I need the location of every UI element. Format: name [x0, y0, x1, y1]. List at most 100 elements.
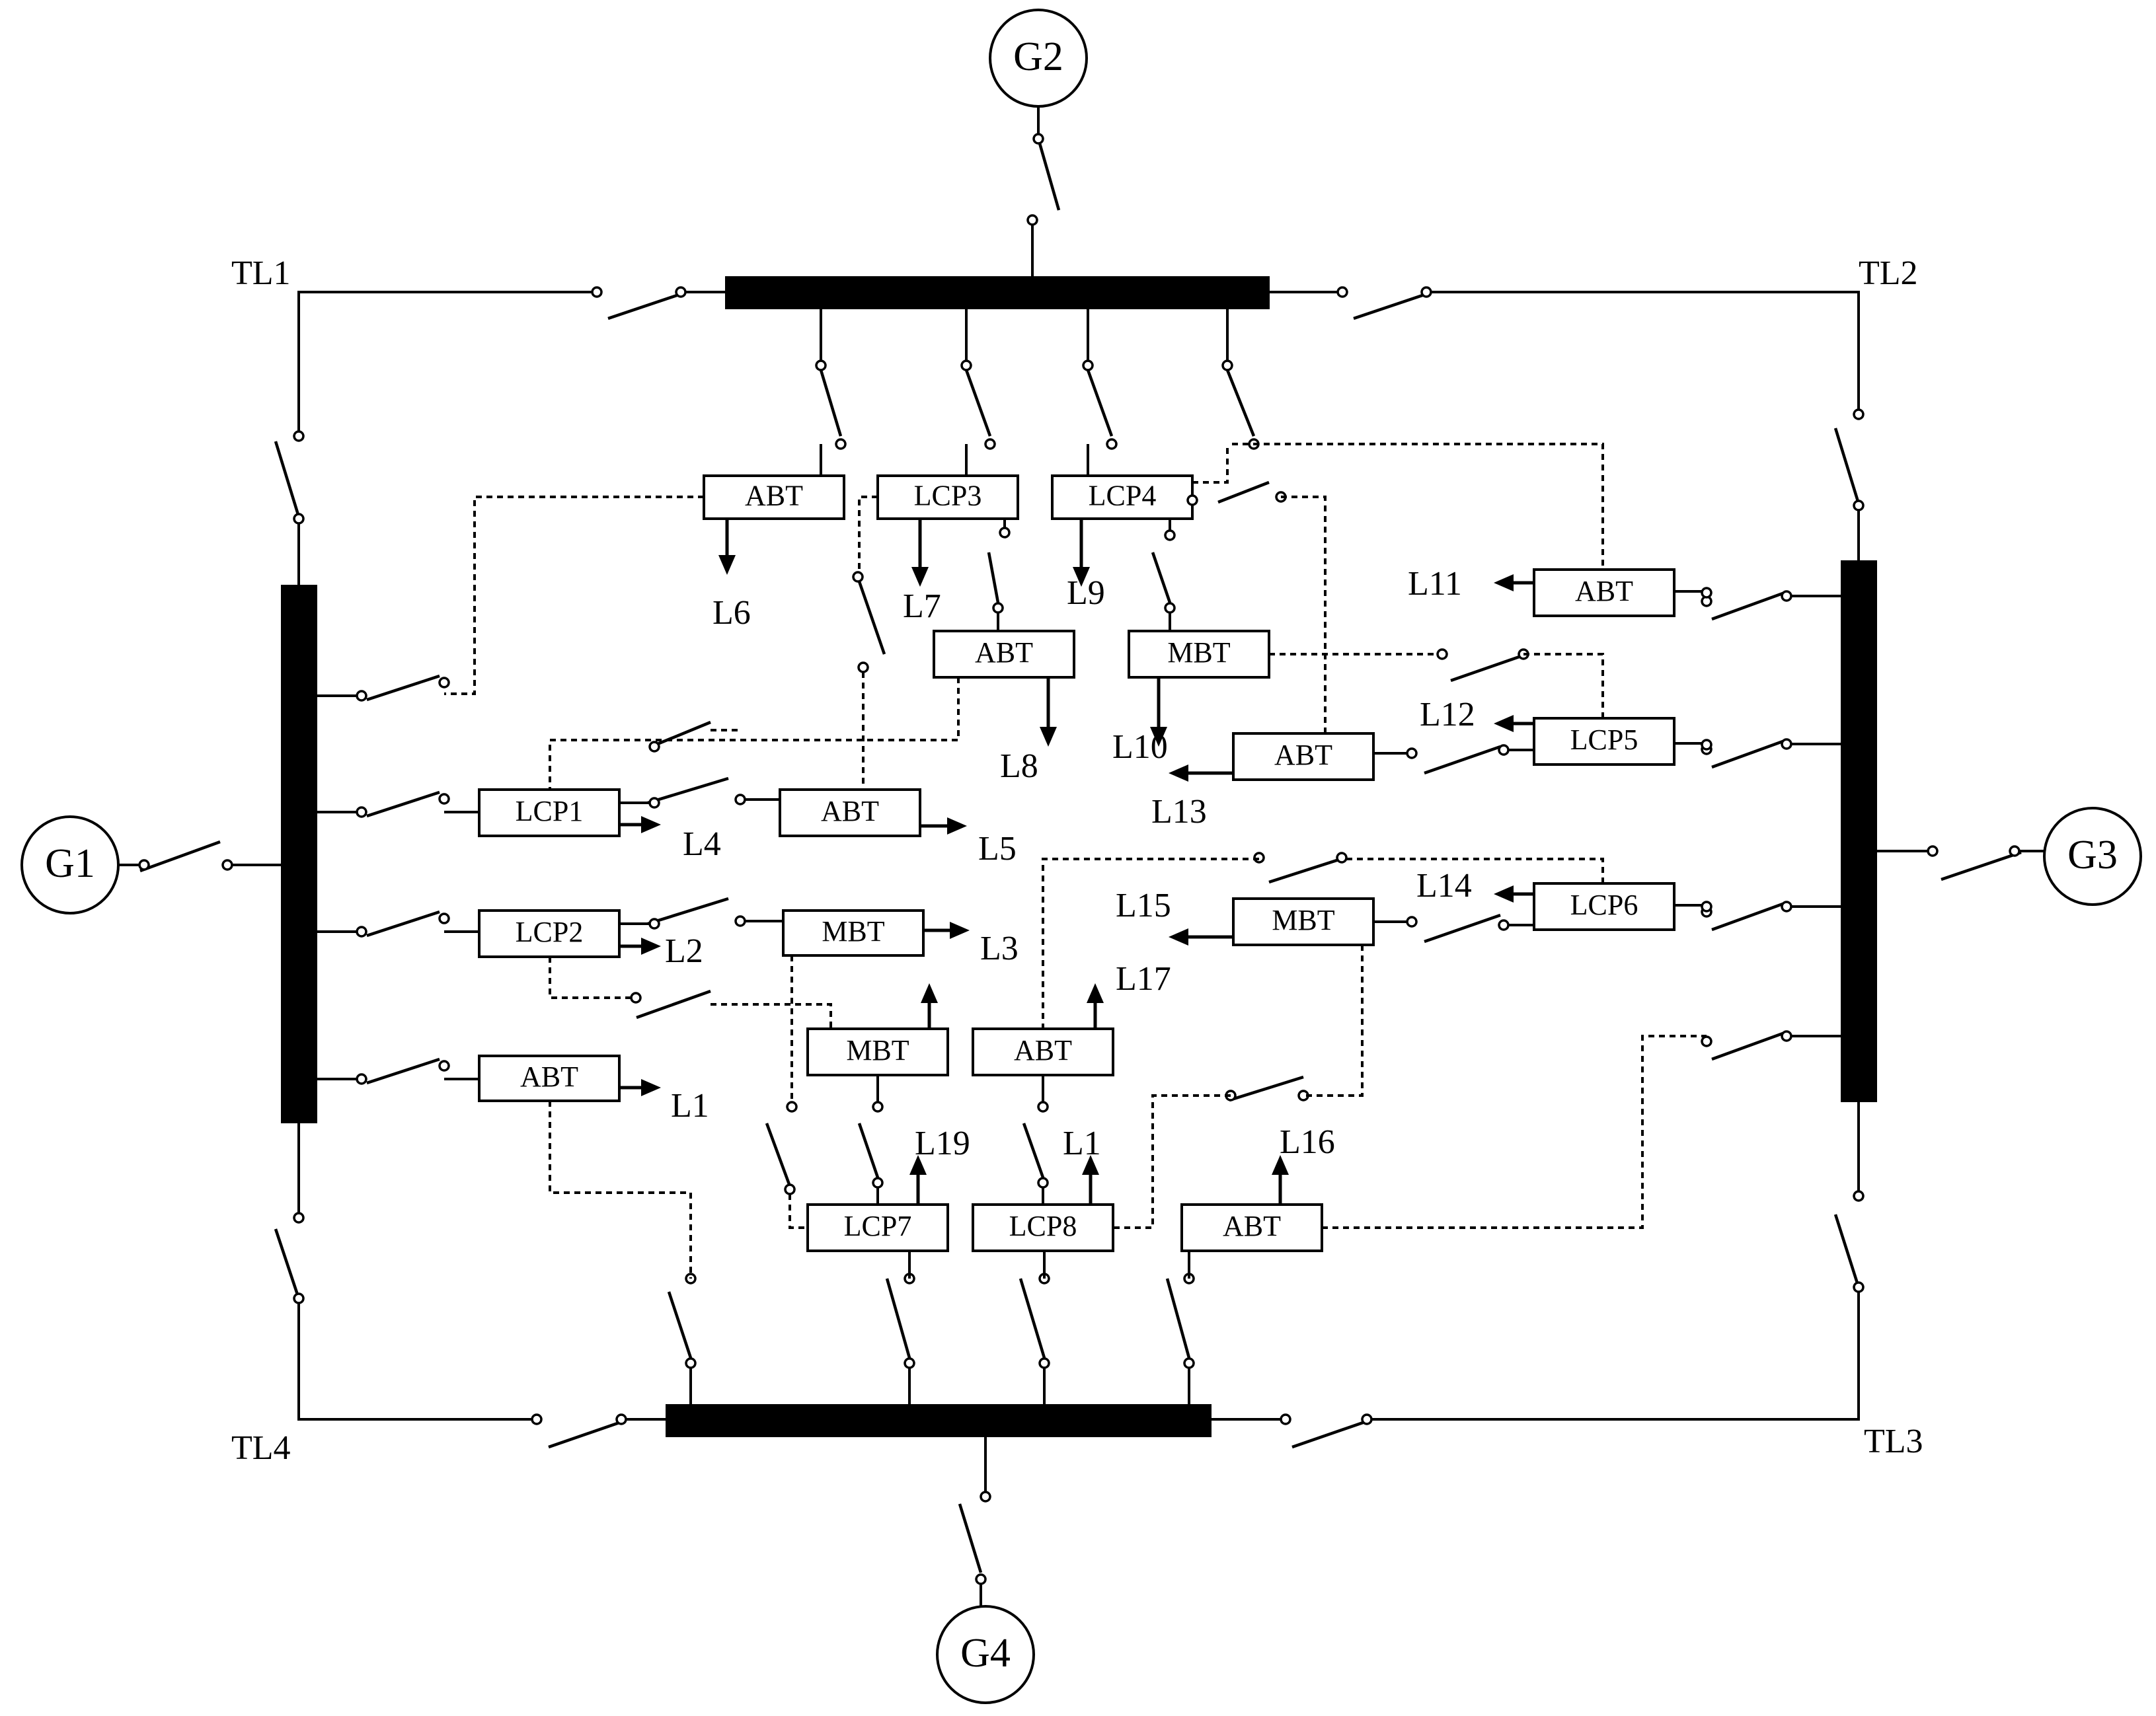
device-label: LCP1: [516, 795, 584, 827]
load-arrow-l17: [1087, 983, 1104, 1029]
wire: [297, 1298, 532, 1421]
switch-terminal: [1927, 845, 1939, 857]
load-label: L10: [1112, 728, 1168, 766]
bottom-feeder-breaker-1: [667, 1273, 697, 1369]
device-lcp8: [972, 1203, 1114, 1252]
switch-terminal: [872, 1177, 884, 1189]
switch-terminal: [975, 1573, 987, 1585]
switch-terminal: [1853, 1190, 1865, 1202]
right-feeder-breaker-3: [1701, 901, 1792, 932]
switch-terminal: [1037, 1101, 1049, 1113]
device-label: MBT: [1272, 904, 1334, 936]
arrow-head: [1082, 1155, 1099, 1175]
switch-blade: [1424, 913, 1501, 944]
switch-blade: [647, 897, 729, 926]
load-arrow-l1-bottom: [1082, 1155, 1099, 1205]
load-label: L17: [1116, 960, 1171, 998]
switch-terminal: [293, 1212, 305, 1224]
switch-terminal: [1183, 1357, 1195, 1369]
generator-label: G1: [45, 841, 95, 886]
switch-terminal: [872, 1101, 884, 1113]
tie-breaker-tl3-right: [1833, 1190, 1865, 1293]
switch-terminal: [1336, 852, 1348, 864]
top-feeder-breaker-3: [1082, 359, 1118, 450]
bottom-feeder-breaker-2: [885, 1273, 915, 1369]
control-lcp6: [1345, 858, 1604, 883]
lcp3-output-breaker: [987, 527, 1011, 614]
control-lcp4: [1192, 444, 1229, 484]
generator-g2-breaker: [1026, 133, 1061, 226]
load-arrow-l4: [619, 816, 661, 833]
load-arrow-l10: [1150, 677, 1167, 747]
switch-terminal: [1781, 590, 1792, 602]
switch-terminal: [293, 430, 305, 442]
switch-terminal: [675, 286, 687, 298]
switch-terminal: [1853, 1281, 1865, 1293]
switch-blade: [1833, 428, 1861, 504]
switch-blade: [667, 1291, 693, 1359]
device-label: MBT: [1167, 636, 1230, 669]
switch-terminal: [1361, 1413, 1373, 1425]
switch-terminal: [1164, 529, 1176, 541]
control-abt-l1: [549, 1101, 692, 1279]
switch-terminal: [852, 571, 864, 583]
left-lower-breaker: [765, 1101, 798, 1195]
load-label: L14: [1416, 867, 1472, 905]
switch-terminal: [1164, 602, 1176, 614]
control-abt-top-left: [444, 496, 704, 695]
device-label: MBT: [822, 915, 884, 948]
load-arrow-l15: [1169, 928, 1233, 946]
switch-blade: [1229, 1075, 1304, 1102]
tie-breaker-tl4-left: [274, 1212, 305, 1304]
switch-terminal: [438, 793, 450, 805]
load-label: L3: [980, 930, 1019, 967]
switch-terminal: [1106, 438, 1118, 450]
switch-blade: [366, 910, 440, 938]
device-mbt-l3: [782, 909, 925, 957]
load-arrow-l2: [619, 938, 661, 955]
device-label: ABT: [520, 1061, 578, 1093]
switch-blade: [1217, 480, 1270, 504]
tie-breaker-tl2-top: [1336, 286, 1432, 320]
tie-breaker-tl2-right: [1833, 408, 1865, 511]
switch-blade: [1711, 739, 1785, 769]
right-feeder-breaker-2: [1701, 738, 1792, 769]
switch-blade: [1941, 850, 2022, 881]
arrow-head: [909, 1155, 927, 1175]
switch-blade: [857, 1123, 880, 1178]
device-lcp7: [806, 1203, 949, 1252]
switch-terminal: [531, 1413, 543, 1425]
switch-blade: [274, 1228, 301, 1299]
left-feeder-breaker-3: [356, 910, 450, 938]
load-label: L19: [915, 1125, 970, 1162]
switch-terminal: [356, 690, 367, 702]
arrow-head: [1040, 727, 1057, 747]
arrow-head: [641, 1079, 661, 1096]
wire: [1371, 1292, 1860, 1421]
load-label: L16: [1280, 1123, 1335, 1161]
generator-g4: [936, 1605, 1035, 1704]
switch-blade: [964, 369, 992, 437]
device-label: ABT: [1575, 575, 1633, 607]
switch-blade: [636, 989, 711, 1020]
device-label: LCP6: [1570, 889, 1638, 921]
switch-blade: [765, 1123, 792, 1187]
busbar-bottom: [666, 1404, 1212, 1437]
switch-terminal: [1853, 500, 1865, 511]
switch-blade: [1291, 1420, 1366, 1449]
switch-terminal: [1781, 738, 1792, 750]
switch-blade: [885, 1278, 911, 1359]
device-mbt-l15: [1232, 897, 1375, 946]
load-arrow-l12: [1494, 715, 1534, 732]
switch-blade: [607, 292, 681, 320]
arrow-head: [1169, 928, 1188, 946]
load-arrow-l8: [1040, 677, 1057, 747]
bottom-feeder-breaker-3: [1019, 1273, 1050, 1369]
device-label: ABT: [1223, 1210, 1281, 1242]
switch-blade: [819, 369, 843, 437]
switch-terminal: [1336, 286, 1348, 298]
switch-terminal: [815, 359, 827, 371]
switch-terminal: [980, 1491, 991, 1503]
device-abt-l13: [1232, 732, 1375, 781]
device-label: LCP7: [844, 1210, 912, 1242]
